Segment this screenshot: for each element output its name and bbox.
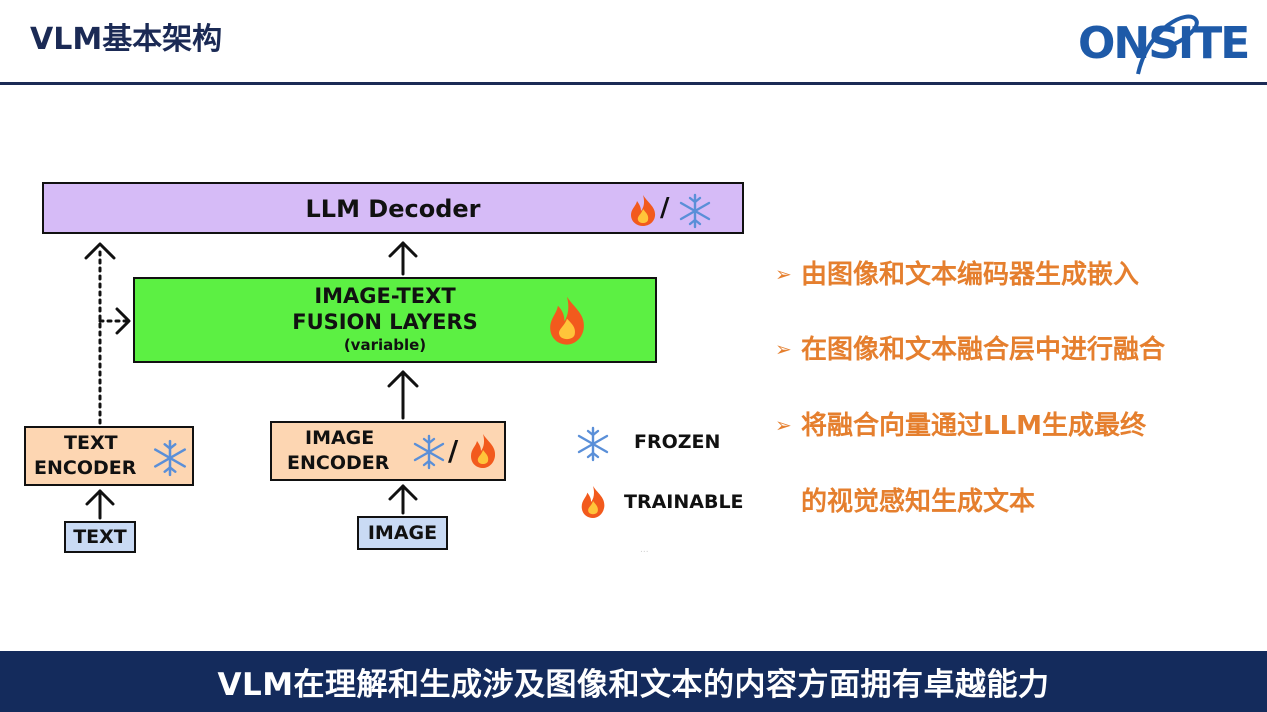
bullet-arrow-icon: ➢ [775,262,792,286]
image-input-box: IMAGE [357,516,448,550]
text-encoder-line2: ENCODER [34,456,137,479]
fusion-label-line2: FUSION LAYERS [292,310,478,335]
image-encoder-line1: IMAGE [305,427,375,449]
text-encoder-line1: TEXT [64,432,118,454]
legend-frozen-label: FROZEN [634,431,721,453]
legend-trainable-label: TRAINABLE [624,491,744,513]
logo-swoosh-icon [1136,14,1199,75]
text-encoder-box: TEXT ENCODER [24,426,194,486]
text-input-box: TEXT [64,521,136,553]
logo-text: ONSITE [1078,18,1250,69]
bullet-item: ➢ 将融合向量通过LLM生成最终 [775,405,1146,442]
onsite-logo: ONSITE [1078,8,1250,80]
slash-separator: / [448,434,459,467]
bullet-text: 在图像和文本融合层中进行融合 [801,335,1166,365]
snowflake-icon [413,434,445,470]
image-encoder-box: IMAGE ENCODER / [270,421,506,481]
fire-icon [581,486,605,518]
fire-icon [631,195,656,226]
fusion-layers-box: IMAGE-TEXT FUSION LAYERS (variable) [133,277,657,363]
fusion-label-line3: (variable) [343,335,427,354]
snowflake-icon [679,193,711,229]
snowflake-icon [577,426,609,462]
bullet-continuation: 的视觉感知生成文本 [801,487,1036,517]
page-title: VLM基本架构 [30,22,223,57]
watermark: ... [640,545,649,555]
llm-decoder-box: LLM Decoder / [42,182,744,234]
fire-icon [471,434,496,468]
bullet-arrow-icon: ➢ [775,413,792,437]
bullet-arrow-icon: ➢ [775,337,792,361]
snowflake-icon [154,439,186,477]
bullet-item: ➢ 由图像和文本编码器生成嵌入 [775,254,1139,291]
llm-decoder-label: LLM Decoder [305,195,481,223]
image-encoder-line2: ENCODER [287,451,390,474]
bullet-item: ➢ 在图像和文本融合层中进行融合 [775,329,1165,366]
header-divider [0,82,1267,85]
fire-icon [550,296,584,345]
bullet-text: 将融合向量通过LLM生成最终 [801,411,1147,441]
slash-separator: / [660,193,670,223]
footer-text: VLM在理解和生成涉及图像和文本的内容方面拥有卓越能力 [217,667,1050,703]
fusion-label-line1: IMAGE-TEXT [314,284,456,308]
footer-banner: VLM在理解和生成涉及图像和文本的内容方面拥有卓越能力 [0,651,1267,712]
bullet-text: 由图像和文本编码器生成嵌入 [801,260,1140,290]
